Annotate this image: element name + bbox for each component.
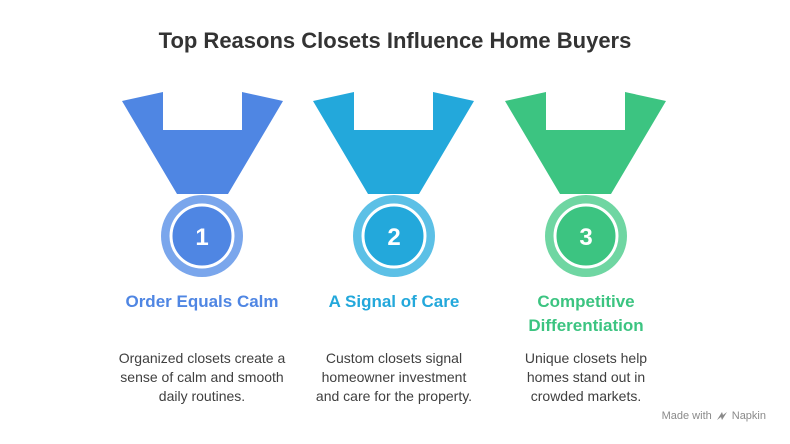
made-with-label: Made with: [661, 410, 712, 422]
medal-3-heading: Competitive Differentiation: [528, 292, 644, 335]
medal-3: 3: [505, 92, 666, 277]
medal-2: 2: [313, 92, 474, 277]
page-title: Top Reasons Closets Influence Home Buyer…: [158, 28, 632, 53]
made-with-napkin: Made with Napkin: [662, 410, 766, 422]
medal-2-number: 2: [387, 224, 400, 251]
ribbon-3: [505, 92, 666, 194]
medal-3-description: Unique closets help homes stand out in c…: [524, 350, 648, 404]
medal-2-inner: [361, 203, 427, 269]
medal-1-inner: [169, 203, 235, 269]
medal-3-inner: [553, 203, 619, 269]
ribbon-2: [313, 92, 474, 194]
napkin-logo-icon: [716, 412, 727, 420]
medal-1-heading: Order Equals Calm: [125, 292, 279, 311]
medal-3-number: 3: [579, 224, 592, 251]
ribbon-1: [122, 92, 283, 194]
medal-2-heading: A Signal of Care: [328, 292, 460, 311]
medal-2-description: Custom closets signal homeowner investme…: [315, 350, 473, 404]
medal-1-description: Organized closets create a sense of calm…: [118, 350, 286, 404]
napkin-brand-label: Napkin: [731, 410, 766, 422]
medal-1: 1: [122, 92, 283, 277]
medal-1-number: 1: [195, 224, 208, 251]
